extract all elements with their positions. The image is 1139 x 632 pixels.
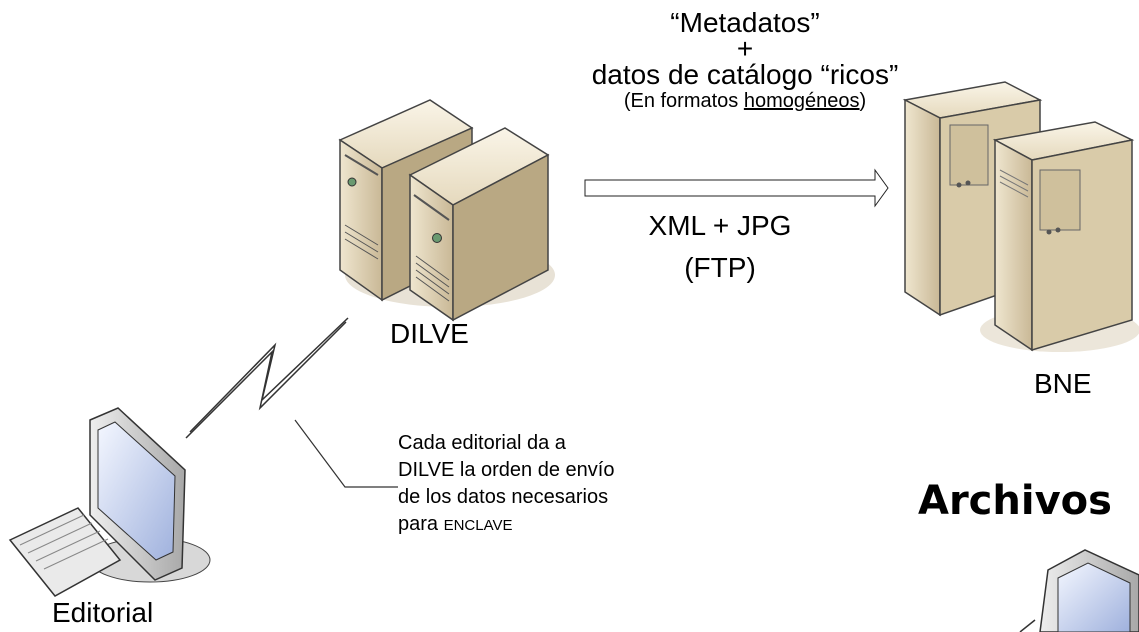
bne-label: BNE — [1034, 368, 1092, 399]
desktop-computer-icon — [8, 407, 211, 597]
header-line-4: (En formatos homogéneos) — [565, 90, 925, 112]
note-line-4-prefix: para — [398, 513, 444, 535]
arrow-right-icon — [584, 168, 889, 208]
note-line-4-enclave: ENCLAVE — [443, 517, 513, 534]
header-line-3: datos de catálogo “ricos” — [591, 59, 899, 90]
transfer-line-2: (FTP) — [684, 252, 756, 283]
transfer-line-1: XML + JPG — [648, 210, 792, 241]
editorial-label: Editorial — [52, 597, 154, 628]
callout-line — [294, 419, 398, 488]
header-line-4-underlined: homogéneos — [743, 90, 860, 112]
computer-icon — [1019, 549, 1139, 632]
lightning-link-icon — [185, 317, 349, 439]
note-line-4: para ENCLAVE — [398, 511, 614, 539]
dilve-label: DILVE — [390, 318, 469, 349]
note-line-1: Cada editorial da a — [398, 432, 566, 454]
note-block: Cada editorial da a DILVE la orden de en… — [398, 430, 614, 539]
header-line-4-suffix: ) — [859, 90, 867, 112]
header-block: “Metadatos” + datos de catálogo “ricos” … — [565, 7, 925, 113]
transfer-label: XML + JPG (FTP) — [640, 210, 800, 284]
archivos-heading: Archivos — [918, 478, 1112, 524]
bne-server-icon — [902, 81, 1139, 352]
header-line-2: + — [736, 33, 754, 64]
header-line-4-prefix: (En formatos — [623, 90, 744, 112]
note-line-2: DILVE la orden de envío — [398, 459, 615, 481]
header-line-1: “Metadatos” — [670, 7, 820, 38]
note-line-3: de los datos necesarios — [398, 486, 609, 508]
dilve-server-icon — [338, 99, 555, 322]
